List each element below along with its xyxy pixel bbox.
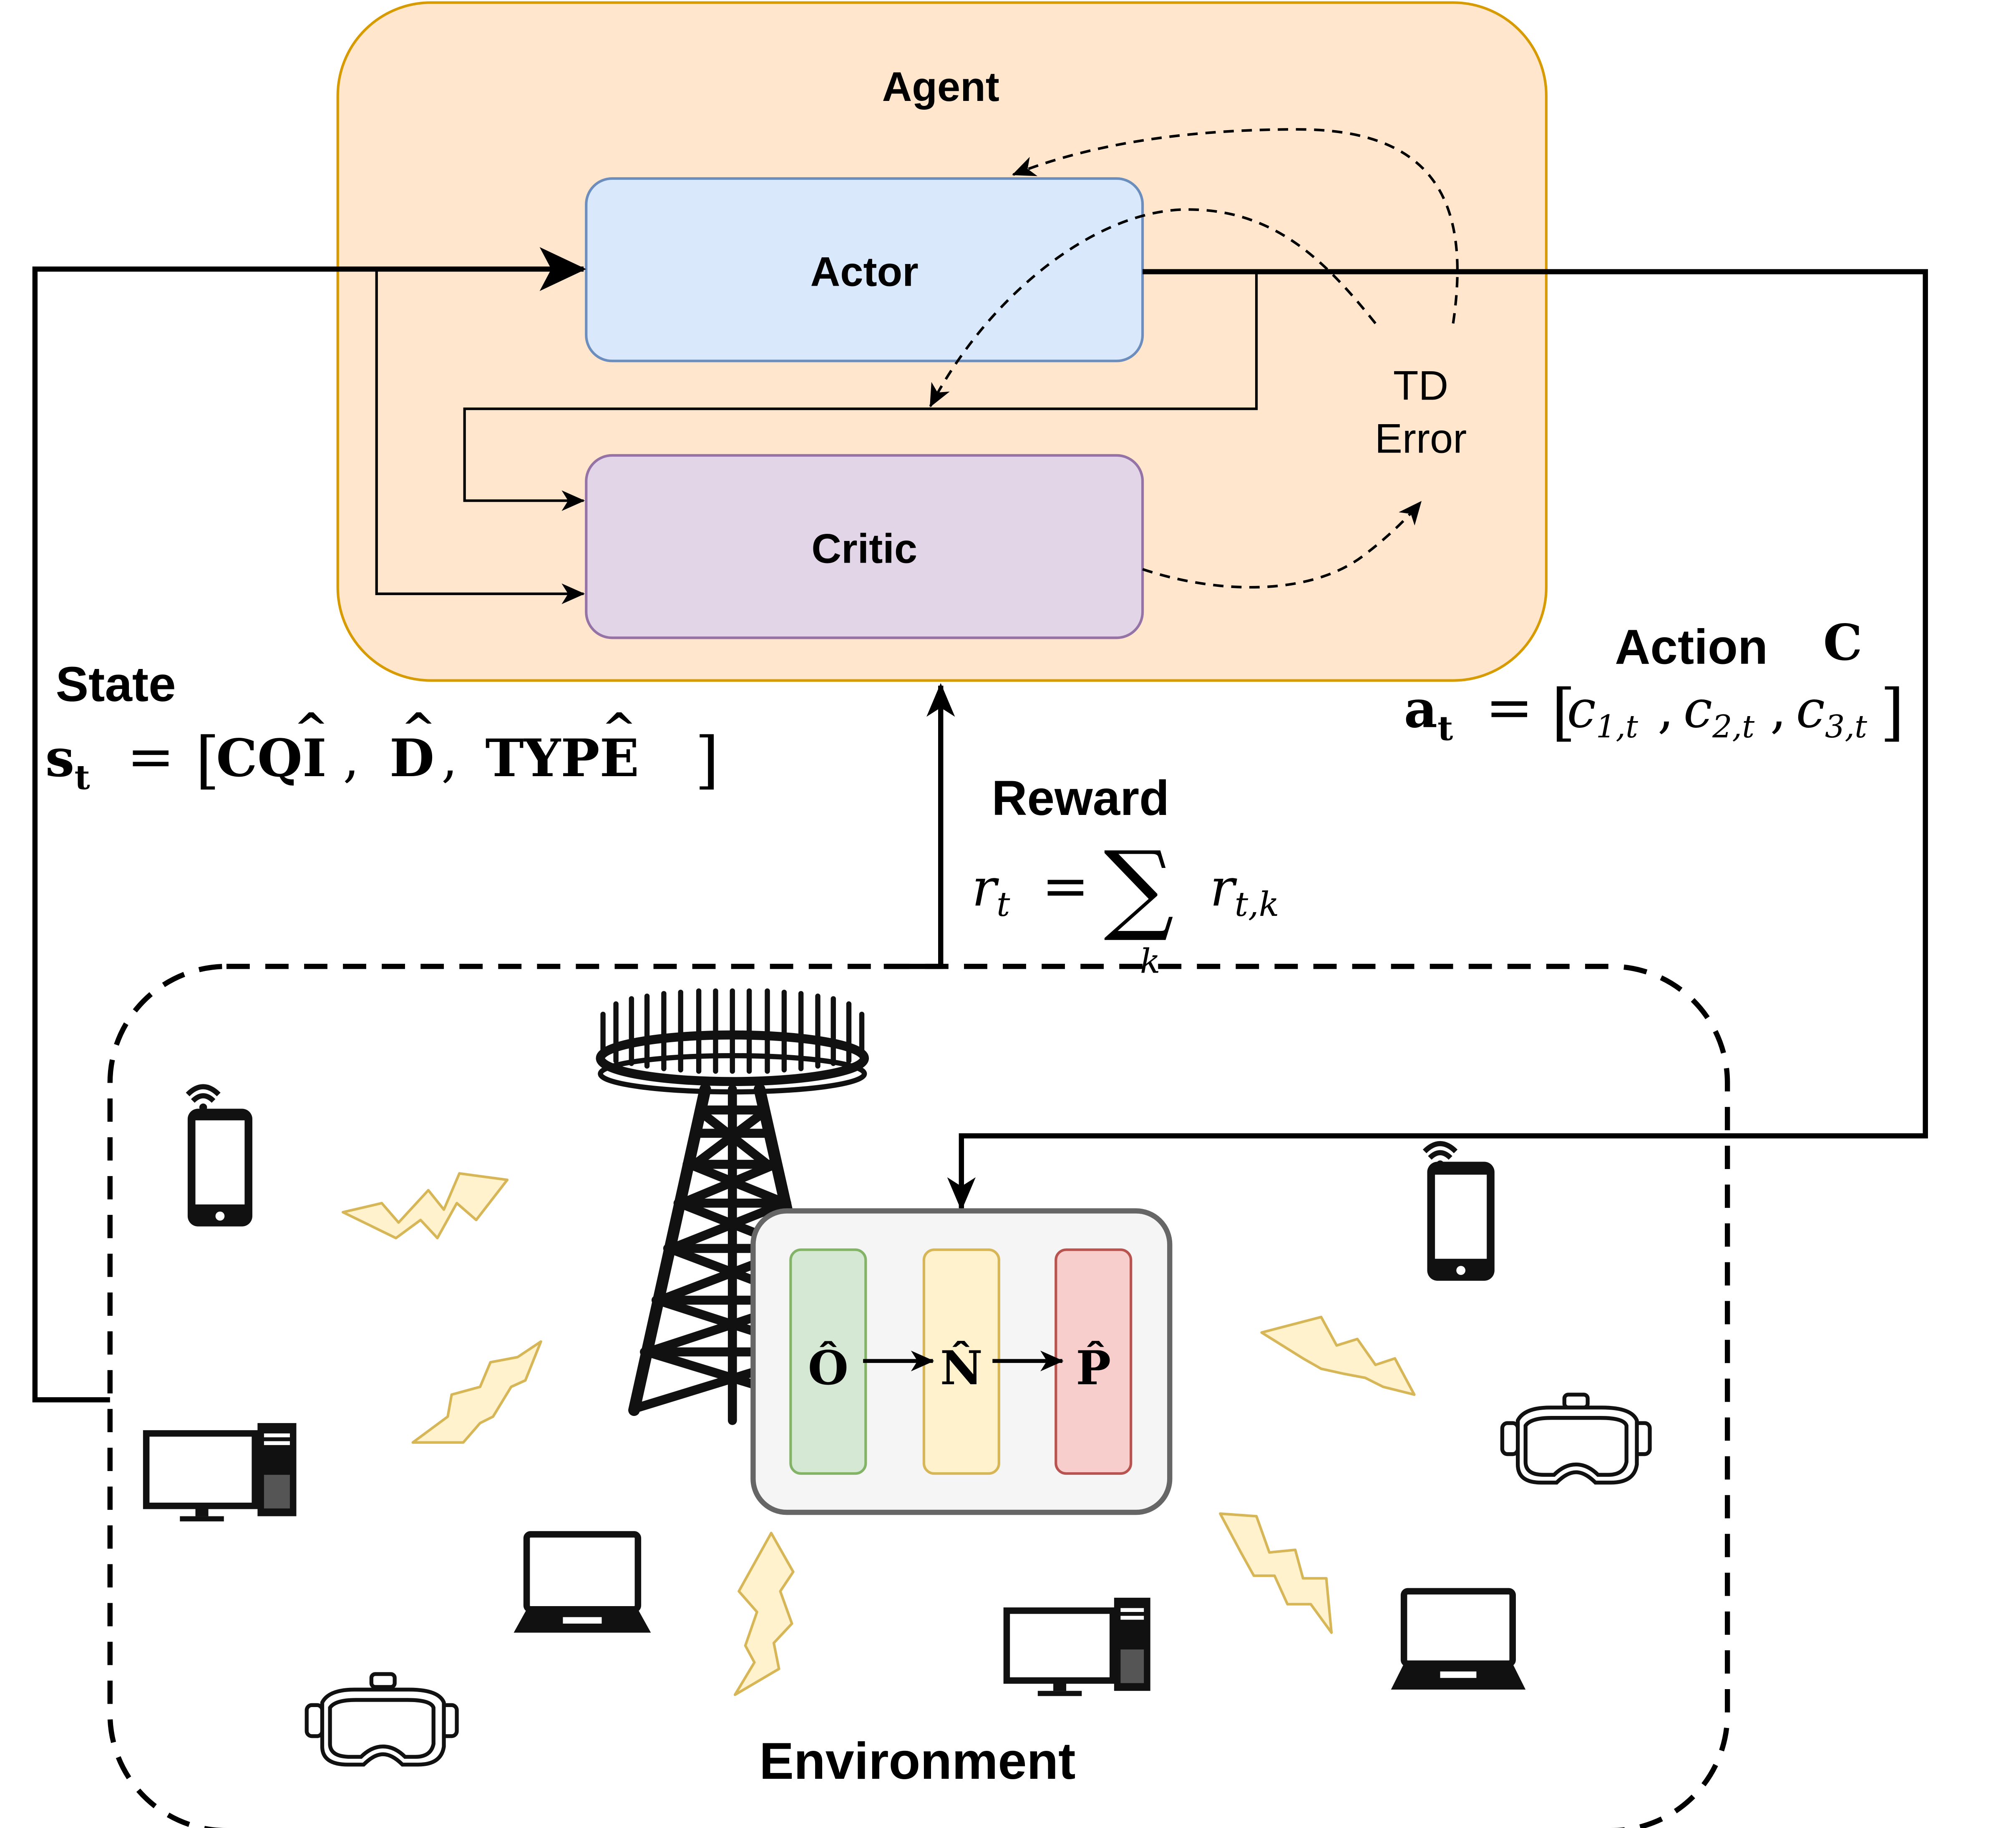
td-error-line1: TD xyxy=(1393,362,1448,409)
svg-text:c3,t: c3,t xyxy=(1796,679,1868,745)
action-formula-eq: = xyxy=(1485,674,1533,741)
td-to-critic-curve xyxy=(929,208,1377,407)
reward-arrow xyxy=(883,683,955,969)
action-c2: c xyxy=(1684,679,1712,739)
state-formula-close: ] xyxy=(695,724,719,797)
laptop-icon xyxy=(1391,1588,1526,1690)
action-formula: at = [ c1,t , c2,t , c3,t ] xyxy=(1404,674,1905,749)
reward-rhs-sub: t,k xyxy=(1235,885,1279,924)
reward-title: Reward xyxy=(992,770,1169,825)
lightning-icon xyxy=(411,1340,542,1444)
critic-to-td-curve xyxy=(1142,501,1422,589)
state-feedback-arrow xyxy=(32,247,586,1403)
action-comma-2: , xyxy=(1770,679,1787,739)
action-c3-sub: 3,t xyxy=(1825,709,1868,745)
hat-d: ^ xyxy=(401,704,436,752)
svg-text:at: at xyxy=(1404,679,1453,748)
action-to-critic-line xyxy=(463,272,1258,511)
state-formula-eq: = xyxy=(127,724,174,790)
agent-title: Agent xyxy=(882,64,999,110)
td-error-line2: Error xyxy=(1375,416,1467,462)
vr-headset-icon xyxy=(305,1672,459,1767)
reward-lhs: r xyxy=(972,858,999,918)
svg-text:rt,k: rt,k xyxy=(1210,858,1279,924)
svg-text:rt: rt xyxy=(972,858,1010,924)
action-close-bracket: ] xyxy=(1880,676,1904,749)
reward-formula: rt = ∑ k rt,k xyxy=(972,830,1279,981)
environment-title: Environment xyxy=(759,1732,1075,1790)
action-open-bracket: [ xyxy=(1551,676,1576,749)
desktop-computer-icon xyxy=(1003,1597,1150,1696)
svg-text:c1,t: c1,t xyxy=(1567,679,1639,745)
action-comma-1: , xyxy=(1658,679,1674,739)
action-formula-lhs-sub: t xyxy=(1437,709,1453,748)
state-formula-item3: TYPE xyxy=(485,728,639,789)
hat-type: ^ xyxy=(602,704,637,752)
state-comma-2: , xyxy=(441,729,458,789)
vr-headset-icon xyxy=(1500,1393,1652,1485)
laptop-icon xyxy=(513,1531,651,1633)
environment-container xyxy=(107,964,1730,1828)
reward-eq: = xyxy=(1042,853,1089,919)
action-c3: c xyxy=(1796,679,1825,739)
reward-sum-index: k xyxy=(1140,942,1160,981)
reward-sum: ∑ xyxy=(1104,830,1174,945)
block-p-label: P̂ xyxy=(1076,1341,1111,1396)
svg-text:st: st xyxy=(45,728,90,797)
reward-rhs: r xyxy=(1210,858,1237,918)
state-formula-item2: D xyxy=(390,728,435,789)
actor-label: Actor xyxy=(810,249,919,295)
lightning-icon xyxy=(342,1172,509,1240)
critic-label: Critic xyxy=(811,526,917,572)
state-comma-1: , xyxy=(343,729,359,789)
state-formula-open: [ xyxy=(196,724,220,797)
svg-text:c2,t: c2,t xyxy=(1684,679,1755,745)
smartphone-icon xyxy=(1422,1141,1495,1281)
action-c1-sub: 1,t xyxy=(1596,709,1638,745)
state-formula-item1: CQI xyxy=(216,728,327,789)
smartphone-icon xyxy=(186,1084,252,1227)
block-n-label: N̂ xyxy=(940,1341,983,1396)
action-arrow xyxy=(947,269,1928,1211)
action-title: Action xyxy=(1615,619,1768,674)
action-c1: c xyxy=(1567,679,1596,739)
critic-box xyxy=(585,454,1144,639)
state-title: State xyxy=(55,656,176,712)
lightning-icon xyxy=(1219,1512,1333,1634)
lightning-icon xyxy=(733,1531,795,1696)
state-formula: st = [ CQI ^ , D ^ , TYPE ^ ] xyxy=(45,704,719,797)
action-formula-lhs: a xyxy=(1404,679,1437,739)
block-o-label: Ô xyxy=(808,1341,848,1396)
state-formula-lhs-sub: t xyxy=(75,758,90,797)
state-to-critic-line xyxy=(375,269,585,604)
lightning-icon xyxy=(1260,1315,1416,1396)
lightning-icons xyxy=(342,1172,1416,1696)
action-symbol: C xyxy=(1823,614,1862,671)
action-c2-sub: 2,t xyxy=(1712,709,1755,745)
hat-q: ^ xyxy=(294,704,328,752)
desktop-computer-icon xyxy=(143,1423,297,1521)
reward-lhs-sub: t xyxy=(997,885,1010,924)
state-formula-lhs: s xyxy=(45,728,75,789)
td-to-actor-curve xyxy=(1012,128,1459,324)
